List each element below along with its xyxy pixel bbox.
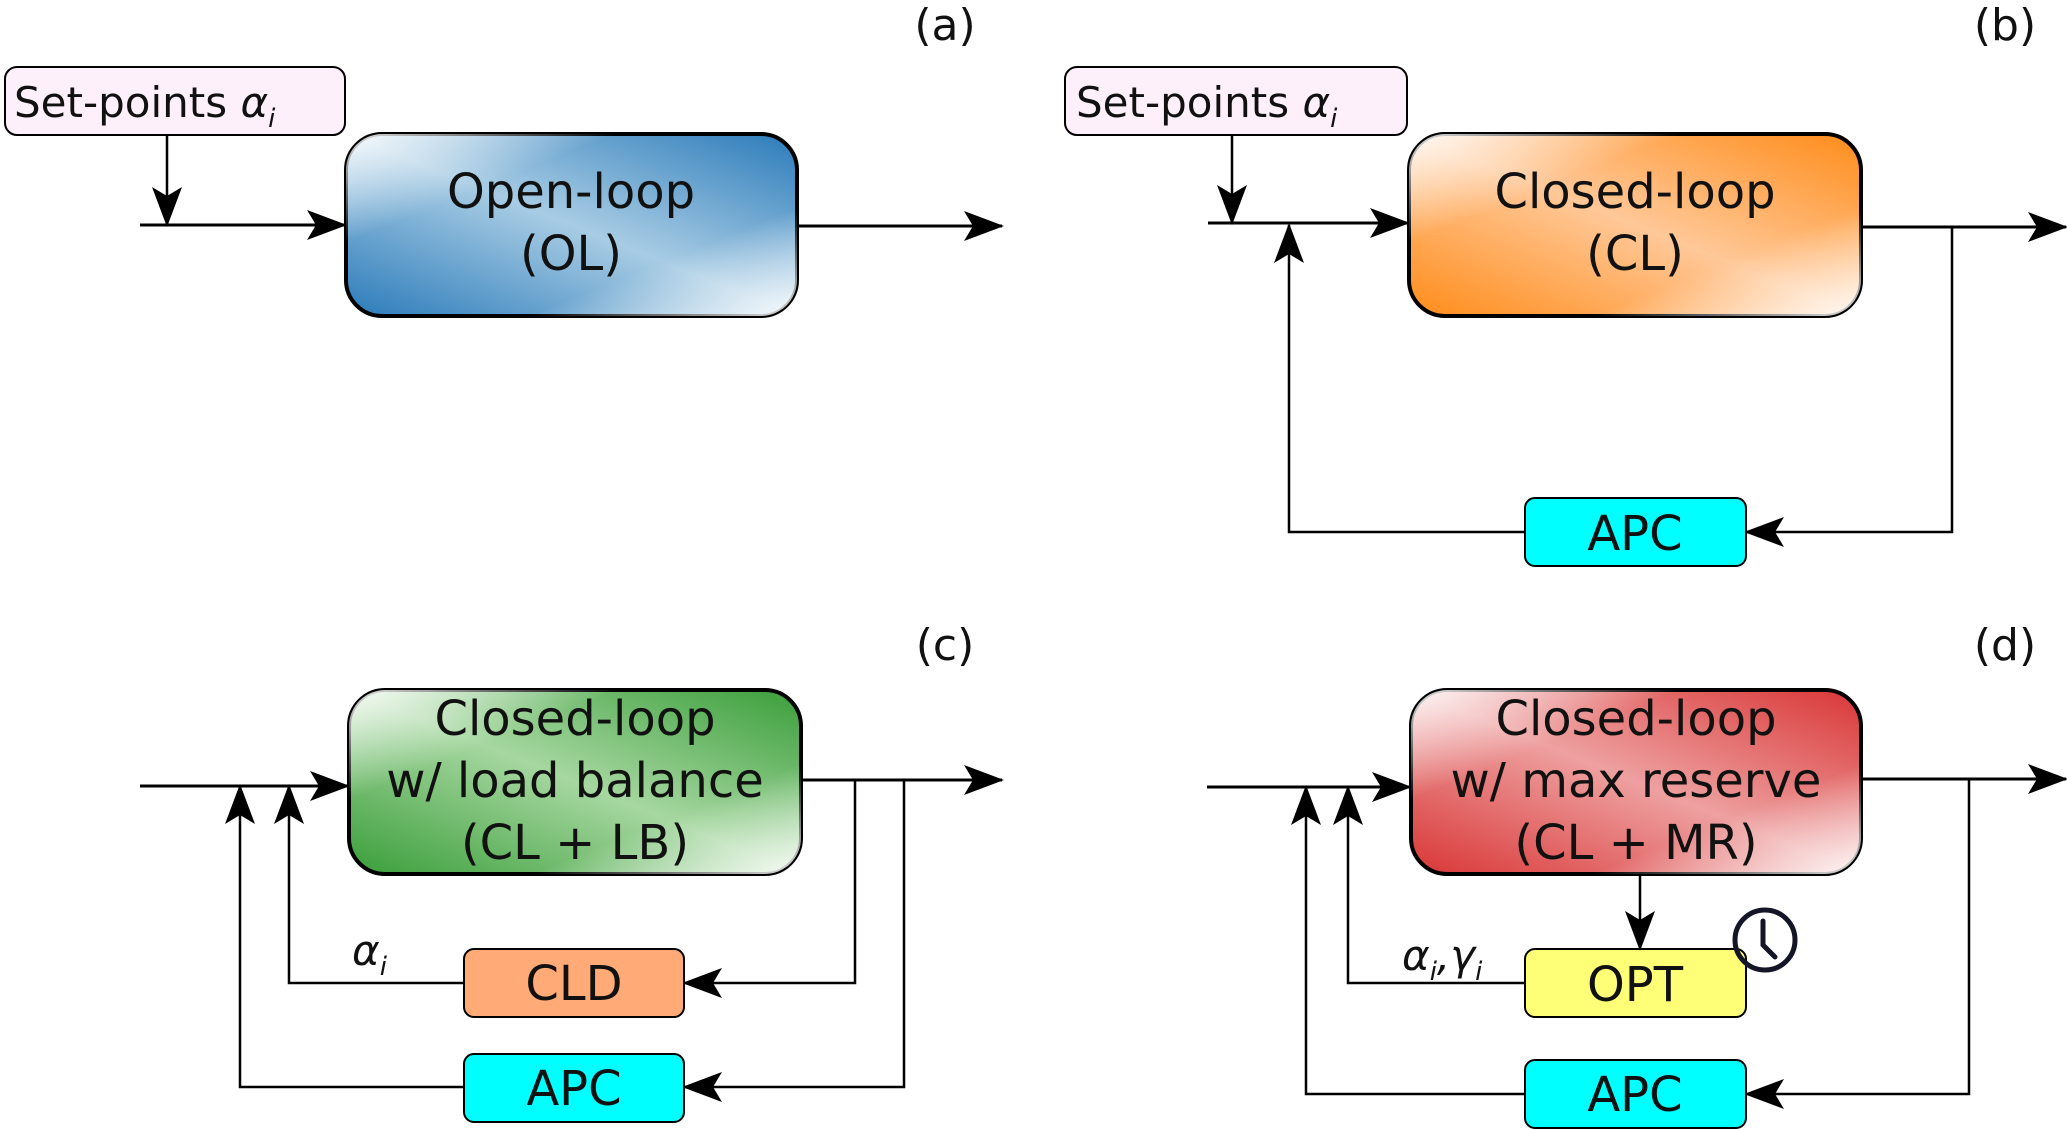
signal-label-d: αi,γi — [1402, 931, 1483, 987]
svg-text:Set-points αi: Set-points αi — [1076, 78, 1338, 134]
main-block-a-line2: (OL) — [520, 226, 622, 282]
feedback-to-apc-b — [1744, 227, 1954, 547]
cld-label-c: CLD — [525, 956, 622, 1012]
apc-block-d: APC — [1524, 1059, 1747, 1129]
main-block-a: Open-loop (OL) — [344, 132, 799, 318]
panel-b: (b) Set-points αi Closed-loop (CL) APC — [1064, 0, 2067, 567]
apc-block-b: APC — [1524, 497, 1747, 567]
panel-label-b: (b) — [1974, 0, 2036, 51]
main-block-b-line2: (CL) — [1586, 226, 1684, 282]
main-block-c-line2: w/ load balance — [386, 753, 764, 809]
main-block-d: Closed-loop w/ max reserve (CL + MR) — [1409, 688, 1863, 876]
panel-label-d: (d) — [1974, 620, 2036, 671]
panel-label-a: (a) — [914, 0, 975, 51]
apc-label-b: APC — [1587, 506, 1682, 562]
panel-c: (c) Closed-loop w/ load balance (CL + LB… — [140, 620, 1004, 1123]
main-block-d-line2: w/ max reserve — [1451, 753, 1822, 809]
main-block-a-line1: Open-loop — [447, 164, 695, 220]
feedback-from-apc-d — [1291, 785, 1525, 1096]
panel-label-c: (c) — [916, 620, 975, 671]
main-block-c-line3: (CL + LB) — [461, 815, 689, 871]
main-block-b-line1: Closed-loop — [1494, 164, 1775, 220]
cld-block-c: CLD — [463, 948, 685, 1018]
clock-icon — [1732, 907, 1798, 973]
apc-label-d: APC — [1587, 1067, 1682, 1123]
apc-label-c: APC — [526, 1061, 621, 1117]
setpoint-text-a: Set-points — [14, 78, 240, 127]
setpoint-box-b: Set-points αi — [1064, 66, 1408, 136]
svg-text:Set-points αi: Set-points αi — [14, 78, 276, 134]
feedback-from-opt-d — [1333, 785, 1525, 985]
setpoint-box-a: Set-points αi — [4, 66, 346, 136]
setpoint-sub-b: i — [1330, 104, 1338, 134]
panel-d: (d) Closed-loop w/ max reserve (CL + MR)… — [1207, 620, 2067, 1129]
setpoint-symbol-a: α — [240, 78, 268, 127]
main-block-d-line3: (CL + MR) — [1514, 815, 1757, 871]
setpoint-symbol-b: α — [1302, 78, 1330, 127]
feedback-to-apc-d — [1744, 779, 1971, 1109]
opt-block-d: OPT — [1524, 948, 1747, 1018]
opt-label-d: OPT — [1587, 957, 1684, 1013]
signal-label-c: αi — [352, 926, 388, 982]
feedback-from-cld-c — [274, 784, 464, 985]
feedback-to-cld-c — [682, 780, 857, 998]
main-block-c: Closed-loop w/ load balance (CL + LB) — [347, 688, 803, 876]
setpoint-text-b: Set-points — [1076, 78, 1302, 127]
panel-a: (a) Set-points αi Open-loop (OL) — [4, 0, 1004, 318]
main-block-b: Closed-loop (CL) — [1407, 132, 1863, 318]
main-block-c-line1: Closed-loop — [434, 691, 715, 747]
feedback-from-apc-c — [225, 784, 464, 1089]
main-block-d-line1: Closed-loop — [1495, 691, 1776, 747]
feedback-from-apc-b — [1274, 223, 1525, 534]
apc-block-c: APC — [463, 1053, 685, 1123]
feedback-to-apc-c — [682, 780, 906, 1102]
setpoint-sub-a: i — [268, 104, 276, 134]
